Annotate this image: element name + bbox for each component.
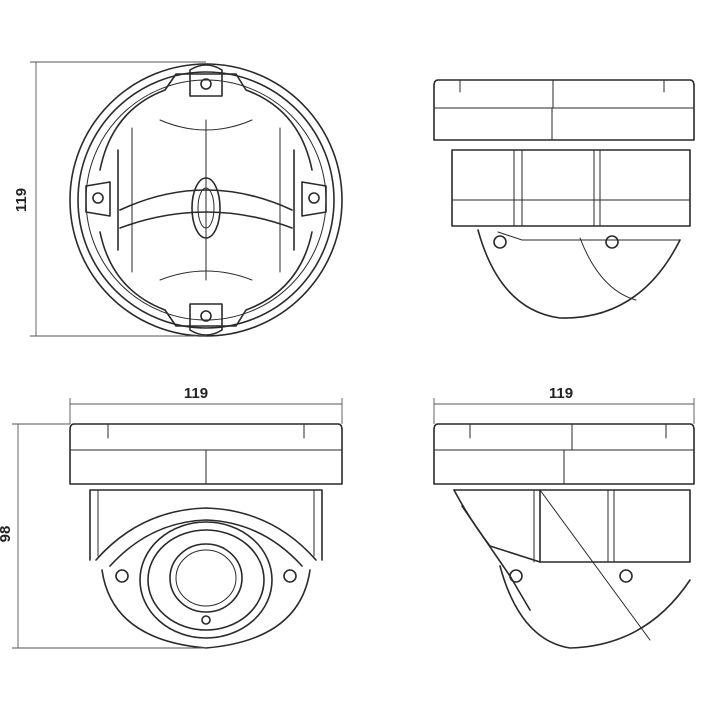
side-view-width-label: 119 [549, 385, 573, 402]
side-view: 119 [433, 385, 695, 649]
left-lug [85, 181, 111, 217]
front-view: 119 98 [0, 385, 343, 649]
front-view-width-label: 119 [184, 385, 208, 402]
angled-side-view [433, 79, 695, 319]
top-view: 119 [13, 61, 343, 337]
top-lug [189, 64, 223, 97]
front-view-height-label: 98 [0, 526, 14, 543]
bottom-lug [189, 303, 223, 336]
top-view-dimension-label: 119 [13, 188, 30, 212]
right-lug [301, 181, 327, 217]
